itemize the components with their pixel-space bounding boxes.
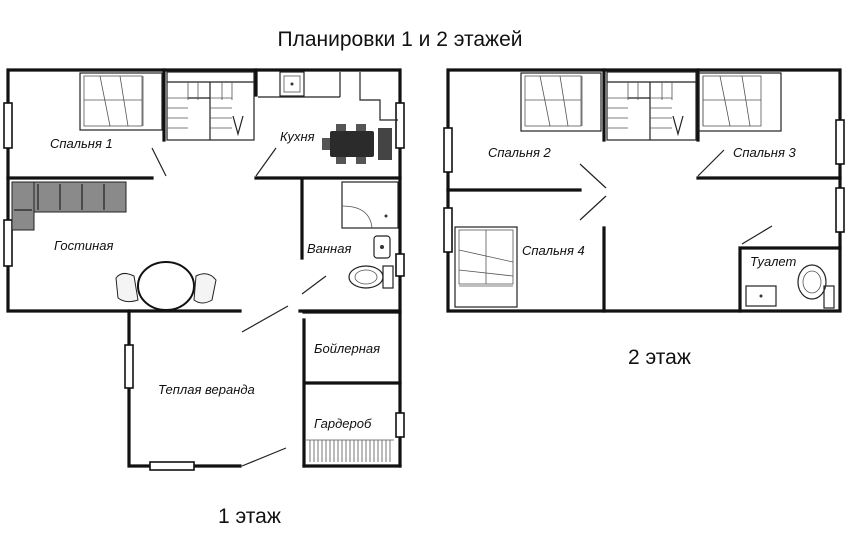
window [443,207,453,253]
room-label-bedroom-3: Спальня 3 [733,145,797,160]
sofa-icon [11,181,127,231]
floor1-door-leaves [151,96,340,467]
shower-icon [341,181,399,229]
sink-icon [279,71,305,97]
floor-2-caption: 2 этаж [628,346,691,369]
sink-icon [745,285,777,307]
sink-icon [373,235,391,259]
window [395,102,405,149]
staircase-icon [166,71,255,141]
floor2-door-leaves [579,149,773,245]
armchair-icon [193,273,217,304]
room-label-bedroom-1: Спальня 1 [50,136,113,151]
kitchen-counter [339,72,398,121]
window [149,461,195,471]
bed-icon [454,226,518,308]
room-label-boiler-room: Бойлерная [314,341,380,356]
bed-icon [698,72,782,132]
staircase-icon [606,71,697,141]
wardrobe-rack [306,439,394,462]
floor1-interior-walls [6,68,402,468]
window [835,119,845,165]
floor1-outer-walls [6,68,402,468]
toilet-icon [348,265,394,289]
dining-table-icon [322,124,392,164]
window [395,412,405,438]
floor-1-caption: 1 этаж [218,505,281,528]
page-title: Планировки 1 и 2 этажей [278,28,523,51]
window [3,219,13,267]
window [443,127,453,173]
room-label-bathroom: Ванная [307,241,351,256]
floor-1-plan: Спальня 1 Кухня Гостиная Ванная Бойлерна… [3,68,405,528]
floor2-interior-walls [446,68,842,313]
floor-2-plan: Спальня 2 Спальня 3 Спальня 4 Туалет 2 э… [443,68,845,369]
room-label-veranda: Теплая веранда [158,382,255,397]
window [395,253,405,277]
room-label-kitchen: Кухня [280,129,315,144]
toilet-icon [797,264,835,309]
bed-icon [79,72,163,131]
window [835,187,845,233]
window [124,344,134,389]
bed-icon [520,72,602,132]
room-label-toilet: Туалет [750,254,797,269]
room-label-bedroom-4: Спальня 4 [522,243,585,258]
armchair-icon [115,272,139,303]
room-label-bedroom-2: Спальня 2 [488,145,552,160]
room-label-wardrobe: Гардероб [314,416,372,431]
window [3,102,13,149]
room-label-living-room: Гостиная [54,238,114,253]
round-table-icon [137,261,195,311]
